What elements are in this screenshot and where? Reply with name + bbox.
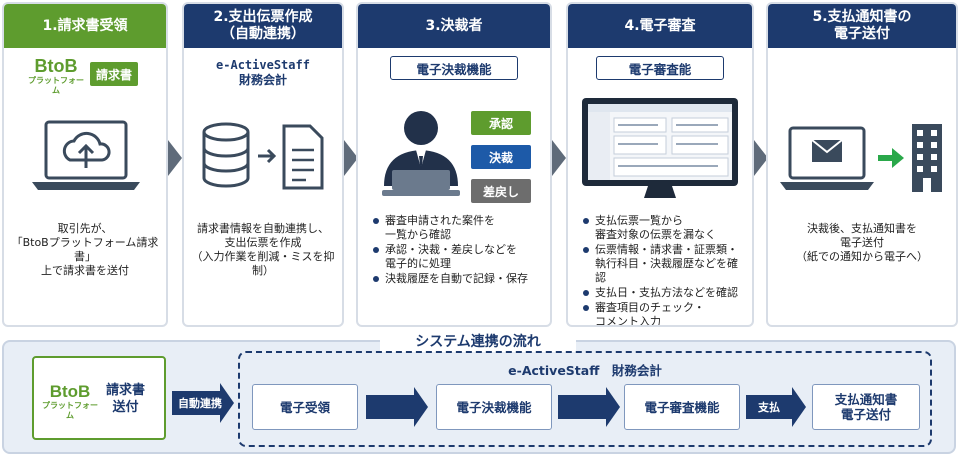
payment-notice-line: 支払通知書 (834, 392, 898, 407)
step-5-title: 5.支払通知書の 電子送付 (768, 4, 956, 48)
flow-arrow (366, 387, 428, 427)
bullet-line: 審査対象の伝票を漏なく (595, 228, 716, 241)
laptop-mail-to-building-icon (780, 124, 942, 192)
product-module: 財務会計 (238, 73, 287, 87)
step-5-title-line: 電子送付 (834, 26, 890, 42)
system-flow-title: システム連携の流れ (380, 330, 576, 352)
payment-label: 支払 (758, 401, 780, 414)
invoice-send-line: 送付 (112, 400, 139, 415)
step-5-text-line: （紙での通知から電子へ） (796, 250, 928, 263)
e-activestaff-label: e-ActiveStaff 財務会計 (184, 58, 342, 88)
separator-arrow (552, 140, 566, 176)
flow-box-payment-notice: 支払通知書 電子送付 (812, 384, 920, 430)
step-2-text-line: （入力作業を削減・ミスを抑制） (191, 250, 335, 277)
step-1-description: 取引先が、 「BtoBプラットフォーム請求書」 上で請求書を送付 (4, 222, 166, 278)
bullet-line: コメント入力 (595, 315, 661, 327)
step-2-description: 請求書情報を自動連携し、 支出伝票を作成 （入力作業を削減・ミスを抑制） (184, 222, 342, 278)
step-2-text-line: 請求書情報を自動連携し、 (197, 222, 329, 235)
btob-logo-subtext: プラットフォーム (28, 76, 84, 95)
product-name: e-ActiveStaff (216, 58, 310, 72)
step-5-title-line: 5.支払通知書の (812, 9, 912, 25)
person-at-laptop-icon (382, 111, 460, 196)
flow-box-e-review: 電子審査機能 (624, 384, 740, 430)
bullet-line: 審査項目のチェック・ (595, 301, 705, 314)
step-1-title: 1.請求書受領 (4, 4, 166, 48)
btob-logo: BtoB プラットフォーム (26, 56, 86, 96)
step-2-text-line: 支出伝票を作成 (224, 236, 302, 249)
e-review-label: 電子審査能 (596, 56, 724, 80)
bullet-line: 承認・決裁・差戻しなどを (385, 243, 517, 256)
step-4-title: 4.電子審査 (568, 4, 752, 48)
step-1-text-line: 上で請求書を送付 (41, 264, 129, 277)
bullet-line: 決裁履歴を自動で記録・保存 (385, 272, 528, 285)
flow-box-e-approval: 電子決裁機能 (436, 384, 552, 430)
bullet-item: 伝票情報・請求書・証票類・執行科目・決裁履歴などを確認 (582, 243, 746, 285)
separator-arrow (344, 140, 358, 176)
bullet-line: 電子的に処理 (385, 257, 451, 270)
step-3-title: 3.決裁者 (358, 4, 550, 48)
database-to-document-icon (202, 122, 324, 190)
step-4-bullets: 支払伝票一覧から審査対象の伝票を漏なく 伝票情報・請求書・証票類・執行科目・決裁… (582, 214, 746, 327)
flow-btob-box: BtoB プラットフォーム 請求書 送付 (32, 356, 166, 440)
btob-logo: BtoB プラットフォーム (42, 382, 98, 421)
approve-button[interactable]: 承認 (471, 111, 531, 135)
flow-arrow (558, 387, 620, 427)
bullet-item: 支払伝票一覧から審査対象の伝票を漏なく (582, 214, 746, 242)
step-1-card: 1.請求書受領 BtoB プラットフォーム 請求書 取引先が、 「BtoBプラッ… (2, 2, 168, 327)
step-1-text-line: 取引先が、 (57, 222, 113, 235)
step-2-title-line: （自動連携） (221, 26, 305, 42)
bullet-item: 審査申請された案件を一覧から確認 (372, 214, 544, 242)
e-approval-label: 電子決裁機能 (390, 56, 518, 80)
auto-link-arrow: 自動連携 (172, 383, 234, 423)
btob-logo-text: BtoB (49, 382, 91, 401)
bullet-line: 伝票情報・請求書・証票類・ (595, 243, 738, 256)
bullet-line: 一覧から確認 (385, 228, 451, 241)
bullet-item: 承認・決裁・差戻しなどを電子的に処理 (372, 243, 544, 271)
invoice-send-label: 請求書 送付 (106, 382, 145, 416)
payment-notice-line: 電子送付 (840, 407, 891, 422)
invoice-send-line: 請求書 (106, 383, 146, 398)
step-2-title-line: 2.支出伝票作成 (213, 9, 313, 25)
step-5-text-line: 決裁後、支払通知書を (807, 222, 917, 235)
bullet-line: 支払伝票一覧から (595, 214, 683, 227)
bullet-line: 審査申請された案件を (385, 214, 495, 227)
btob-logo-text: BtoB (34, 56, 78, 76)
step-5-card: 5.支払通知書の 電子送付 決裁後、支払通知書を 電子送付 （紙での通知から電子… (766, 2, 958, 327)
step-2-card: 2.支出伝票作成 （自動連携） e-ActiveStaff 財務会計 請求書情報… (182, 2, 344, 327)
bullet-line: 支払日・支払方法などを確認 (595, 286, 738, 299)
invoice-tag: 請求書 (90, 62, 138, 86)
step-4-card: 4.電子審査 電子審査能 支払伝票一覧から審査対象の伝票を漏なく 伝票情報・請求… (566, 2, 754, 327)
separator-arrow (754, 140, 768, 176)
step-5-description: 決裁後、支払通知書を 電子送付 （紙での通知から電子へ） (768, 222, 956, 264)
step-2-title: 2.支出伝票作成 （自動連携） (184, 4, 342, 48)
laptop-cloud-upload-icon (32, 120, 140, 190)
btob-logo-subtext: プラットフォーム (42, 401, 98, 420)
flow-box-e-receipt: 電子受領 (252, 384, 358, 430)
decide-button[interactable]: 決裁 (471, 145, 531, 169)
monitor-screen-icon (582, 98, 738, 198)
e-activestaff-system-frame (238, 351, 932, 447)
bullet-item: 支払日・支払方法などを確認 (582, 286, 746, 300)
bullet-line: 執行科目・決裁履歴などを確認 (595, 257, 738, 284)
send-back-button[interactable]: 差戻し (471, 179, 531, 203)
step-1-text-line: 「BtoBプラットフォーム請求書」 (11, 236, 159, 263)
bullet-item: 決裁履歴を自動で記録・保存 (372, 272, 544, 286)
auto-link-label: 自動連携 (178, 397, 222, 410)
bullet-item: 審査項目のチェック・コメント入力 (582, 301, 746, 327)
step-5-text-line: 電子送付 (840, 236, 884, 249)
payment-arrow: 支払 (746, 387, 806, 427)
step-3-bullets: 審査申請された案件を一覧から確認 承認・決裁・差戻しなどを電子的に処理 決裁履歴… (372, 214, 544, 287)
system-name-label: e-ActiveStaff 財務会計 (508, 363, 662, 378)
step-3-card: 3.決裁者 電子決裁機能 承認 決裁 差戻し 審査申請された案件を一覧から確認 … (356, 2, 552, 327)
separator-arrow (168, 140, 182, 176)
